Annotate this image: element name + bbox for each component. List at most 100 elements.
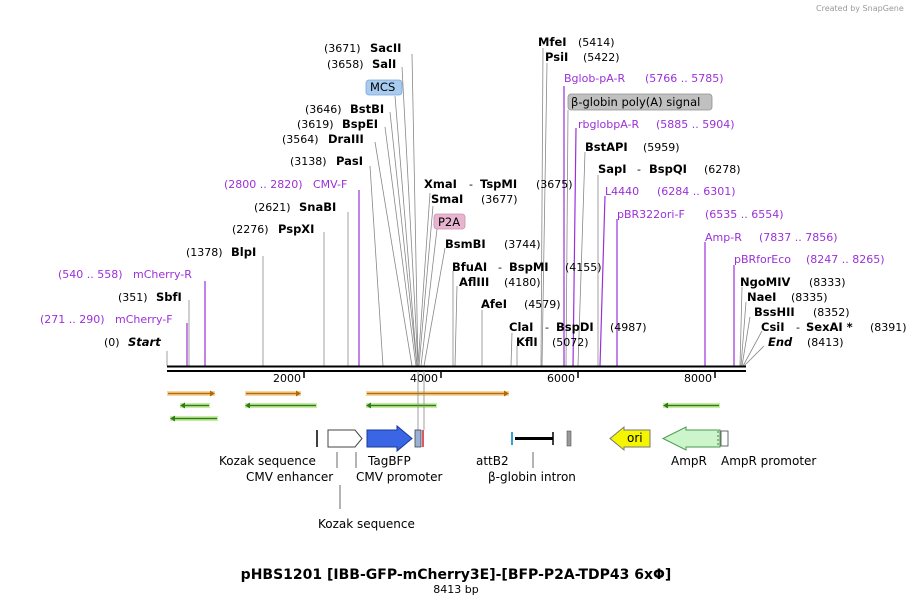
orf-2-arrowhead xyxy=(296,390,301,397)
primer-name-rbglobpar: rbglobpA-R xyxy=(578,118,639,131)
orf-1-arrowhead xyxy=(210,390,215,397)
site-name-afei: AfeI xyxy=(481,297,507,311)
site-line-smai xyxy=(418,205,434,367)
site-name-ngomiv: NgoMIV xyxy=(740,275,790,289)
site-line-clai xyxy=(510,332,513,367)
site-pos-kfli: (5072) xyxy=(552,336,589,349)
site-pos-blpi: (1378) xyxy=(186,246,223,259)
site-name-draiii: DraIII xyxy=(328,132,364,146)
site-line-sacii xyxy=(411,53,419,367)
site-pos-afei: (4579) xyxy=(524,298,561,311)
feature-attb2 xyxy=(511,432,513,445)
site-line-draiii xyxy=(374,141,413,367)
site-line-bsshii xyxy=(741,316,751,367)
plasmid-title: pHBS1201 [IBB-GFP-mCherry3E]-[BFP-P2A-TD… xyxy=(241,567,672,583)
feature-label-tagbfp: TagBFP xyxy=(367,454,411,468)
site-pos-end: (8413) xyxy=(807,336,844,349)
primer-name-cmvf: CMV-F xyxy=(313,178,347,191)
site-line-sali xyxy=(401,66,419,367)
feature-cmv-enhancer xyxy=(327,429,363,448)
site-pos-afliii: (4180) xyxy=(504,276,541,289)
feature-label-ampr: AmpR xyxy=(671,454,707,468)
feature-ampr xyxy=(661,426,721,451)
feature-ori xyxy=(609,425,651,452)
orf-7-arrowhead xyxy=(663,402,668,409)
primer-range-pbrfor: (8247 .. 8265) xyxy=(806,253,885,266)
mcs-tag xyxy=(365,79,403,96)
site-pos-bstbi: (3646) xyxy=(305,103,342,116)
site-line-psii xyxy=(541,62,548,367)
site-line-mfei xyxy=(540,47,544,367)
site-pos-bsshii: (8352) xyxy=(813,306,850,319)
site-pos-bfuai: (4155) xyxy=(565,261,602,274)
site-line-bspei xyxy=(384,126,417,367)
site-name-start: Start xyxy=(128,335,161,349)
site-name-sbfi: SbfI xyxy=(156,290,182,304)
site-pos-naei: (8335) xyxy=(791,291,828,304)
site-line-naei xyxy=(740,301,747,367)
site-line-afliii xyxy=(454,285,458,367)
site-name2-bfuai: BspMI xyxy=(509,260,549,274)
primer-range-mcherryr: (540 .. 558) xyxy=(58,268,123,281)
p2a-tag xyxy=(433,213,466,230)
site-line-ngomiv xyxy=(739,286,743,367)
site-name-csii: CsiI xyxy=(761,320,785,334)
primer-range-cmvf: (2800 .. 2820) xyxy=(224,178,303,191)
axis-label-6000: 6000 xyxy=(547,372,575,385)
site-name-bstapi: BstAPI xyxy=(585,140,628,154)
site-name-psii: PsiI xyxy=(545,50,568,64)
site-name-blpi: BlpI xyxy=(231,245,256,259)
feature-label-bglobin-intron: β-globin intron xyxy=(488,470,576,484)
site-pos-draiii: (3564) xyxy=(282,133,319,146)
plasmid-length: 8413 bp xyxy=(433,583,478,596)
feature-label-cmv-promoter: CMV promoter xyxy=(356,470,443,484)
site-name2-sapi: BspQI xyxy=(649,162,687,176)
site-name-clai: ClaI xyxy=(509,320,533,334)
site-line-bsmbi xyxy=(423,247,446,367)
site-name-smai: SmaI xyxy=(431,192,463,206)
site-pos-pasi: (3138) xyxy=(290,155,327,168)
site-pos-mfei: (5414) xyxy=(578,36,615,49)
site-line-bstbi xyxy=(389,111,418,367)
site-pos-sacii: (3671) xyxy=(324,42,361,55)
site-name-mfei: MfeI xyxy=(538,35,567,49)
feature-label-cmv-enhancer: CMV enhancer xyxy=(246,470,333,484)
site-line-bstapi xyxy=(577,151,586,367)
site-name2-xmai: TspMI xyxy=(480,177,517,191)
site-pos-clai: (4987) xyxy=(610,321,647,334)
site-name-sacii: SacII xyxy=(370,41,401,55)
site-line-mcs xyxy=(394,95,418,367)
bglobin-tag-label: β-globin poly(A) signal xyxy=(571,95,700,109)
site-line-end xyxy=(743,345,765,367)
axis-label-8000: 8000 xyxy=(684,372,712,385)
feature-label-attb2: attB2 xyxy=(476,454,509,468)
site-name-kfli: KflI xyxy=(516,335,538,349)
site-name-bfuai: BfuAI xyxy=(452,260,487,274)
site-sep-sapi: - xyxy=(637,163,641,176)
site-name-end: End xyxy=(768,335,793,349)
feature-grey-marker xyxy=(566,430,572,447)
primer-range-mcherryf: (271 .. 290) xyxy=(40,313,105,326)
feature-ampr-promoter xyxy=(720,430,729,447)
site-sep-csii: - xyxy=(796,321,800,334)
site-name-bsshii: BssHII xyxy=(754,305,795,319)
axis-label-2000: 2000 xyxy=(273,372,301,385)
bglobin-tag xyxy=(567,93,713,111)
mcs-tag-label: MCS xyxy=(370,80,395,94)
primer-name-pbrfor: pBRforEco xyxy=(734,253,791,266)
site-name-snabi: SnaBI xyxy=(299,200,336,214)
watermark-text: Created by SnapGene xyxy=(816,4,904,13)
primer-line-l4440 xyxy=(599,195,606,367)
site-sep-bfuai: - xyxy=(498,261,502,274)
site-name-xmai: XmaI xyxy=(424,177,457,191)
site-pos-csii: (8391) xyxy=(870,321,907,334)
primer-line-rbglobpar xyxy=(572,127,577,367)
primer-name-mcherryr: mCherry-R xyxy=(133,268,192,281)
site-line-bglob-tag xyxy=(565,109,569,367)
site-pos-start: (0) xyxy=(104,336,120,349)
orf-4-arrowhead xyxy=(180,402,185,409)
site-pos-xmai: (3675) xyxy=(536,178,573,191)
site-pos-smai: (3677) xyxy=(481,193,518,206)
primer-range-ampr: (7837 .. 7856) xyxy=(759,231,838,244)
